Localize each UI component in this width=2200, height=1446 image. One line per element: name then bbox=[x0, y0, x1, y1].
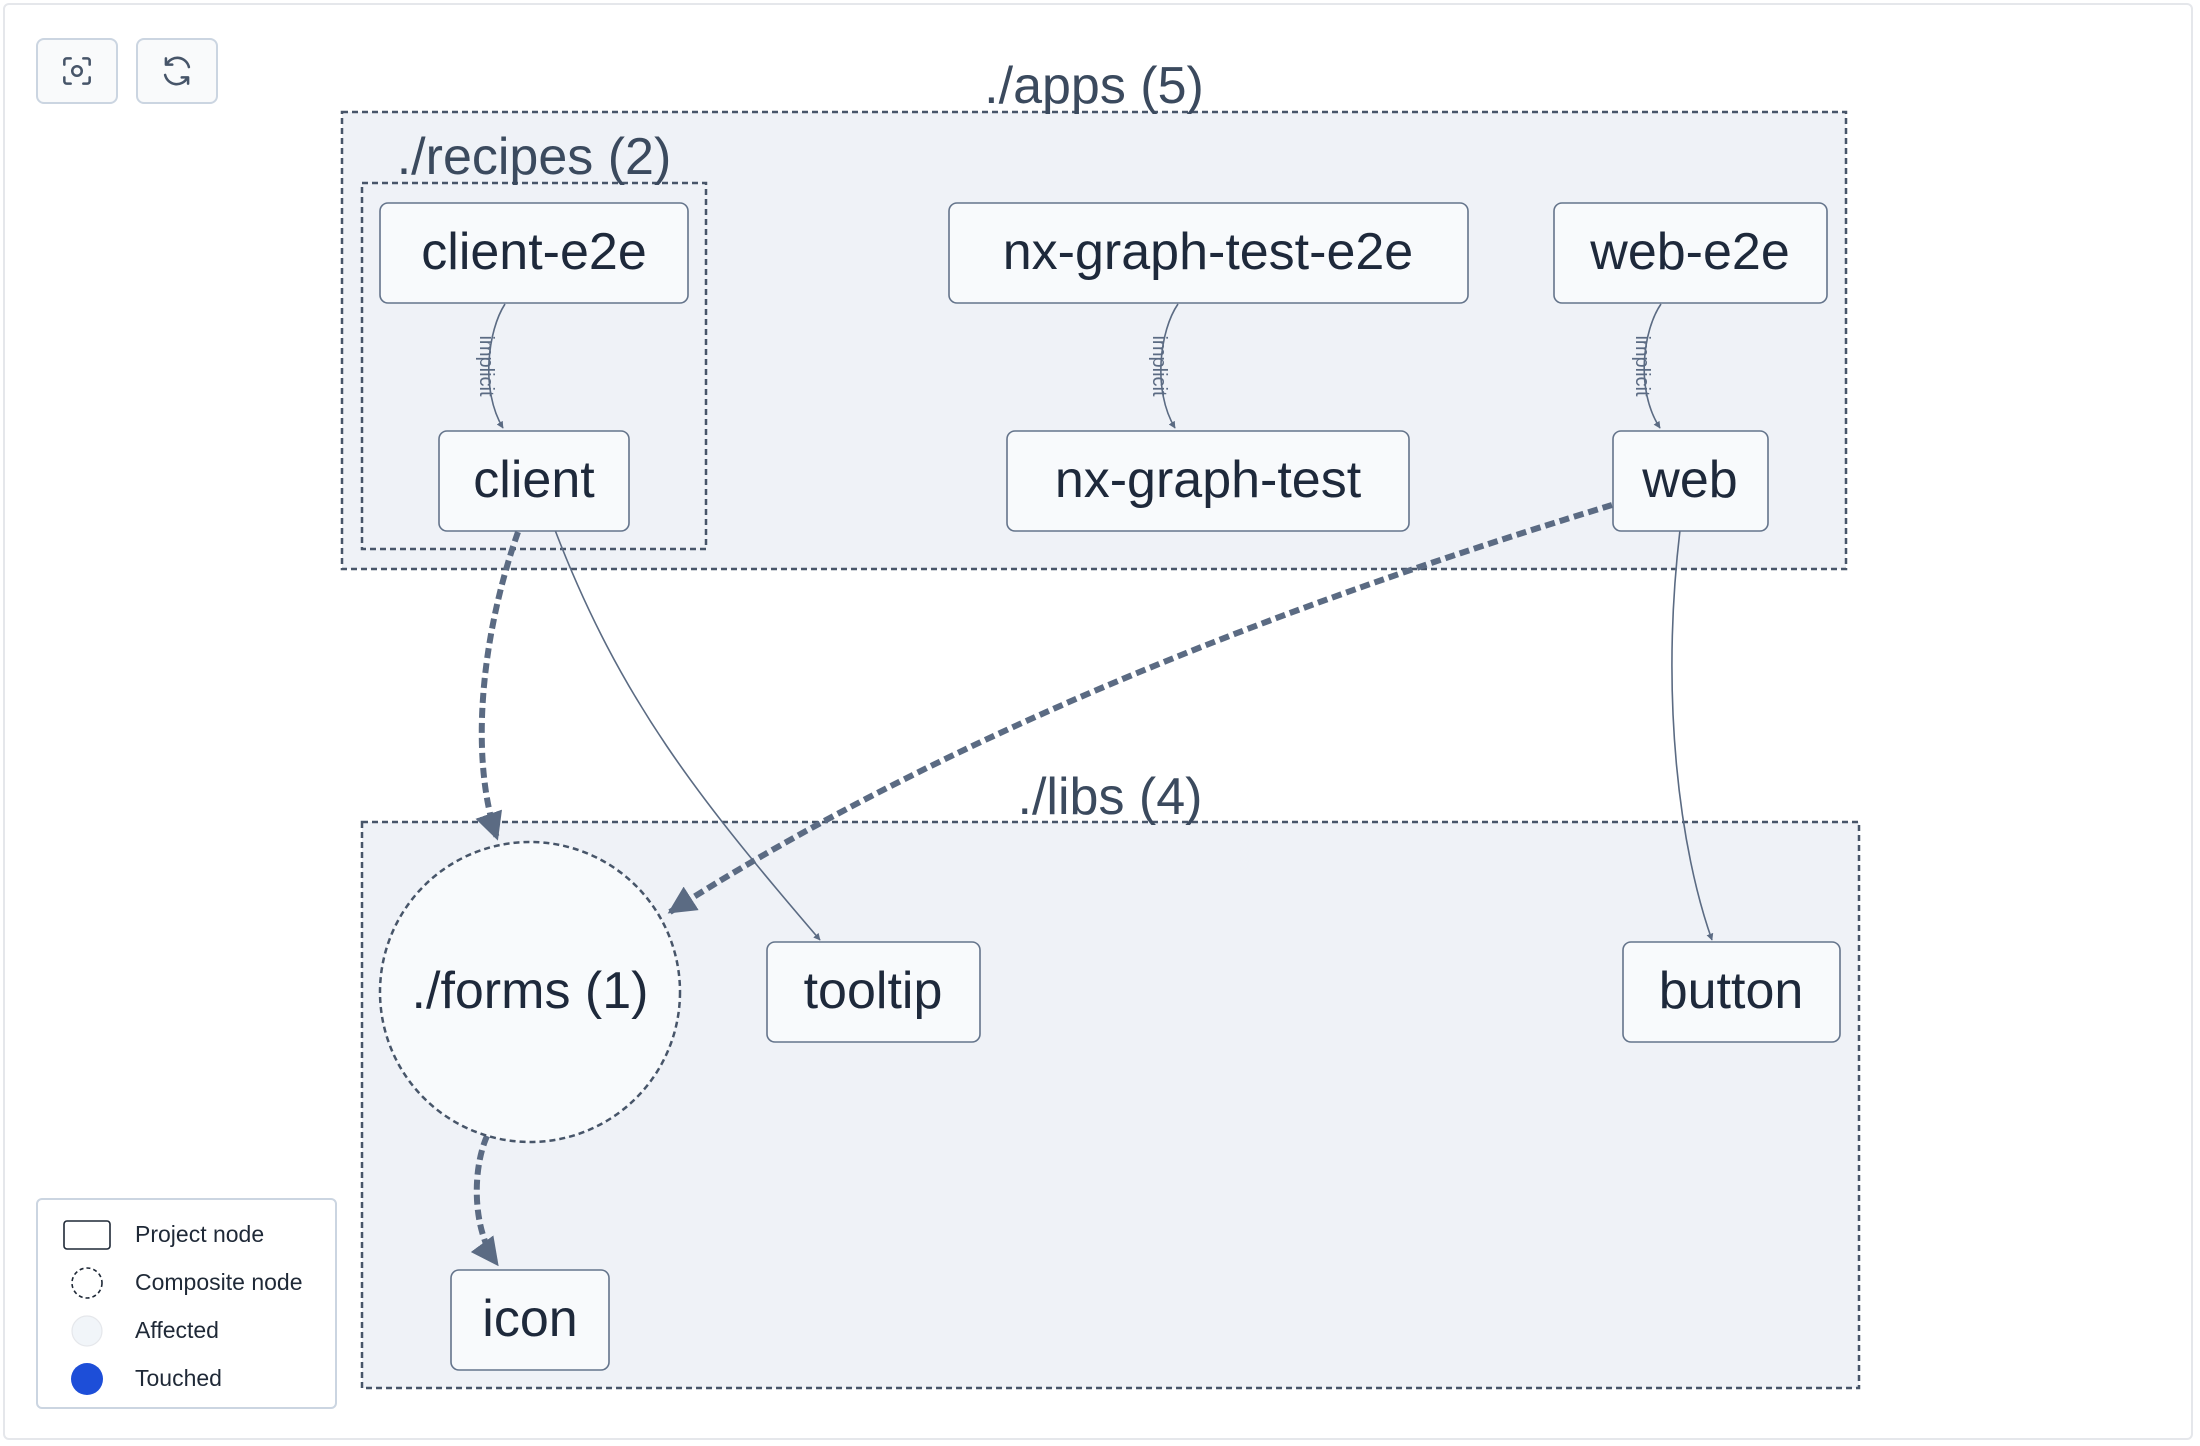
node-label: tooltip bbox=[804, 962, 943, 1020]
center-graph-button[interactable] bbox=[36, 38, 118, 104]
legend-item-affected: Affected bbox=[38, 1310, 337, 1350]
node-label: web-e2e bbox=[1589, 223, 1789, 281]
group-label-recipes: ./recipes (2) bbox=[397, 128, 672, 186]
edge-label-implicit: implicit bbox=[475, 335, 497, 397]
edge-client-e2e-to-client[interactable]: implicit bbox=[475, 303, 506, 429]
affected-swatch-icon bbox=[71, 1315, 103, 1347]
project-node-icon[interactable]: icon bbox=[450, 1269, 610, 1371]
composite-node-swatch-icon bbox=[71, 1267, 103, 1299]
project-node-web-e2e[interactable]: web-e2e bbox=[1553, 202, 1828, 304]
node-label: button bbox=[1659, 962, 1804, 1020]
node-label: nx-graph-test-e2e bbox=[1003, 223, 1413, 281]
node-label: ./forms (1) bbox=[412, 962, 649, 1020]
legend: Project node Composite node Affected Tou… bbox=[36, 1198, 337, 1409]
edge-web-e2e-to-web[interactable]: implicit bbox=[1631, 303, 1662, 429]
legend-label: Touched bbox=[135, 1365, 222, 1391]
node-label: nx-graph-test bbox=[1055, 451, 1362, 509]
project-node-client[interactable]: client bbox=[438, 430, 630, 532]
refresh-graph-button[interactable] bbox=[136, 38, 218, 104]
legend-label: Affected bbox=[135, 1317, 219, 1343]
composite-node-forms[interactable]: ./forms (1) bbox=[378, 840, 682, 1144]
node-label: client-e2e bbox=[421, 223, 646, 281]
edge-nx-graph-test-e2e-to-nx-graph-test[interactable]: implicit bbox=[1148, 303, 1179, 429]
legend-item-composite-node: Composite node bbox=[38, 1262, 337, 1302]
edge-client-to-tooltip[interactable] bbox=[554, 529, 821, 941]
project-node-nx-graph-test-e2e[interactable]: nx-graph-test-e2e bbox=[948, 202, 1469, 304]
edge-label-implicit: implicit bbox=[1148, 335, 1170, 397]
project-node-button[interactable]: button bbox=[1622, 941, 1841, 1043]
legend-label: Project node bbox=[135, 1221, 265, 1247]
project-node-tooltip[interactable]: tooltip bbox=[766, 941, 981, 1043]
group-label-libs: ./libs (4) bbox=[1018, 768, 1203, 826]
project-node-nx-graph-test[interactable]: nx-graph-test bbox=[1006, 430, 1410, 532]
legend-label: Composite node bbox=[135, 1269, 303, 1295]
edge-web-to-forms[interactable] bbox=[667, 502, 1613, 915]
node-label: icon bbox=[482, 1290, 577, 1348]
touched-swatch-icon bbox=[71, 1363, 103, 1395]
focus-center-icon bbox=[63, 57, 91, 85]
project-node-client-e2e[interactable]: client-e2e bbox=[379, 202, 689, 304]
node-label: client bbox=[473, 451, 595, 509]
refresh-icon bbox=[163, 56, 191, 86]
group-label-apps: ./apps (5) bbox=[984, 57, 1204, 115]
graph-frame bbox=[3, 3, 2193, 1440]
legend-item-touched: Touched bbox=[38, 1358, 337, 1398]
project-node-swatch-icon bbox=[63, 1220, 111, 1250]
edge-label-implicit: implicit bbox=[1631, 335, 1653, 397]
edge-forms-to-icon[interactable] bbox=[470, 1134, 500, 1267]
edge-web-to-button[interactable] bbox=[1671, 529, 1714, 941]
legend-item-project-node: Project node bbox=[38, 1214, 337, 1254]
edge-client-to-forms[interactable] bbox=[475, 531, 521, 841]
project-node-web[interactable]: web bbox=[1612, 430, 1769, 532]
node-label: web bbox=[1641, 451, 1737, 509]
